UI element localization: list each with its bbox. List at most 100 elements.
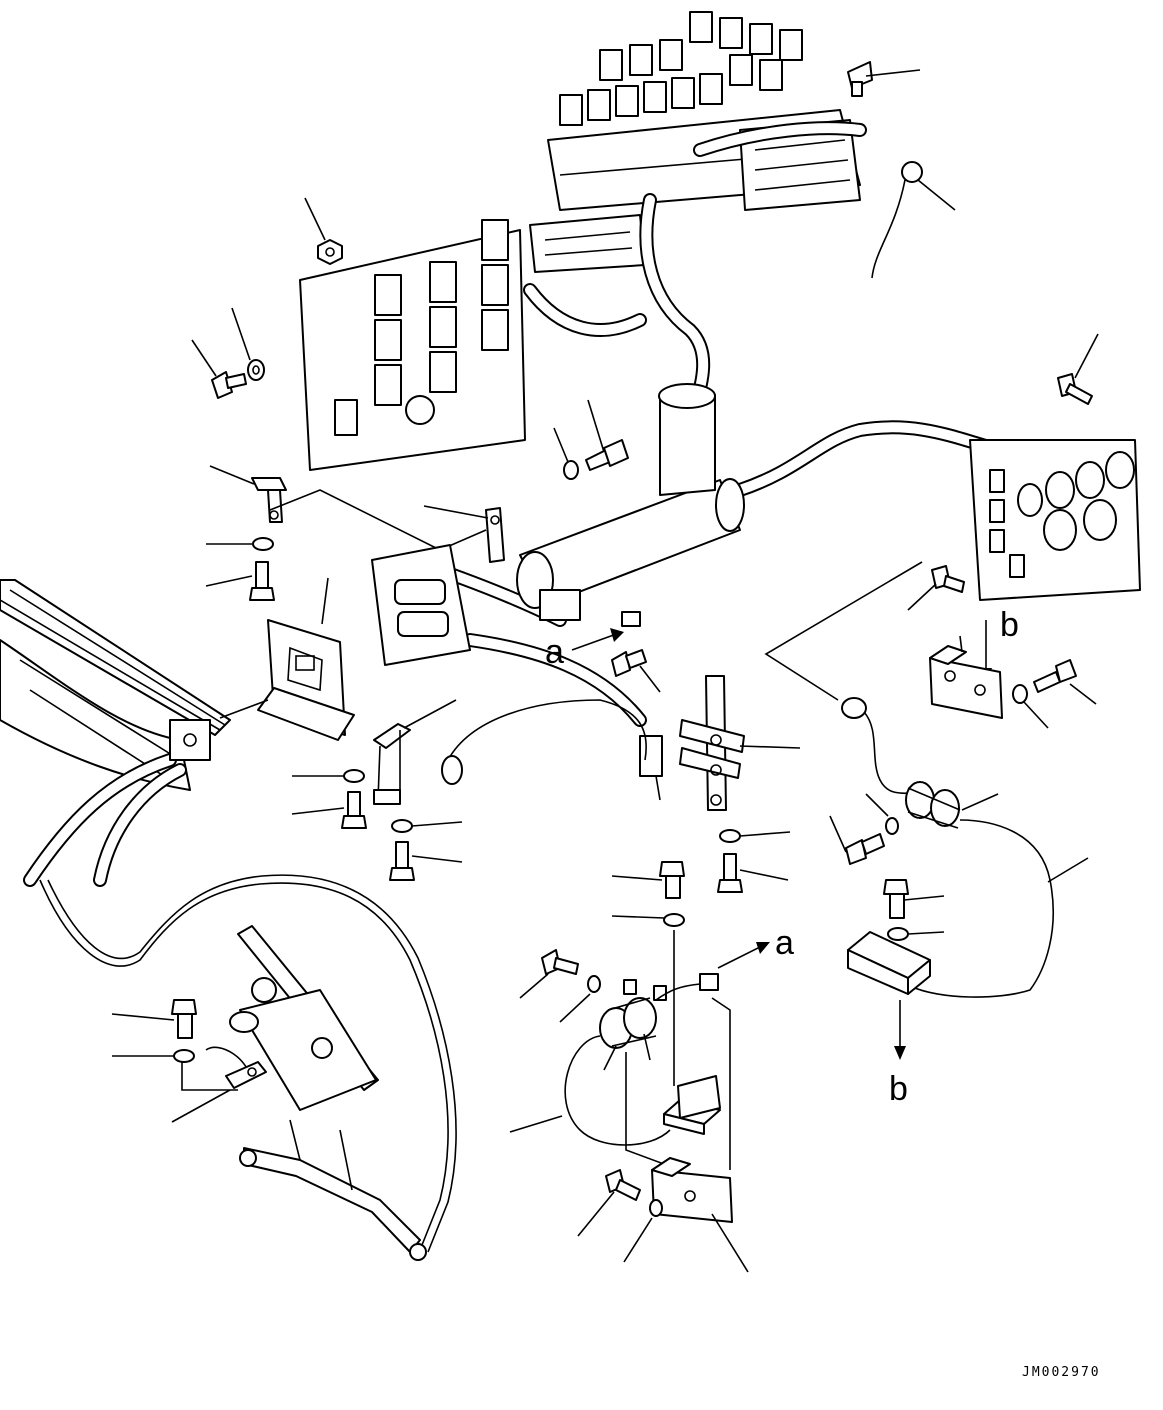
bolt	[171, 999, 197, 1039]
bolt	[605, 1169, 641, 1201]
leader-line	[171, 1089, 231, 1123]
bolt	[611, 649, 647, 677]
leader-line	[917, 179, 956, 211]
washer	[649, 1199, 663, 1217]
connector-plug	[639, 735, 663, 777]
wire	[39, 879, 449, 1251]
leader-line	[219, 699, 269, 719]
relay-block-lower	[663, 1075, 721, 1135]
leader-line	[553, 427, 569, 463]
leader-line	[403, 699, 457, 729]
bolt-right-upper	[1057, 373, 1093, 405]
leader-line	[1023, 701, 1049, 729]
washer	[885, 817, 899, 835]
leader-line	[603, 1045, 617, 1071]
relay-block-cluster	[529, 11, 861, 273]
leader-line	[411, 821, 463, 827]
arrow-head	[610, 628, 624, 642]
arrow-head	[894, 1046, 906, 1060]
mounting-bracket-plate	[257, 619, 355, 741]
leader-line	[907, 931, 945, 935]
bolt	[541, 949, 579, 975]
leader-line	[577, 1191, 615, 1237]
connector-plug	[441, 755, 463, 785]
bolt	[717, 853, 743, 893]
connector-housing	[371, 544, 581, 666]
relay-bracket	[929, 645, 1003, 719]
leader-line	[321, 577, 329, 625]
bolt	[341, 791, 367, 829]
leader-line	[1074, 333, 1099, 379]
wire	[447, 699, 647, 761]
relay-bracket-lower	[651, 1157, 733, 1223]
leader-line	[739, 869, 789, 881]
nut	[317, 239, 343, 265]
washer	[587, 975, 601, 993]
washer	[563, 460, 579, 480]
washer	[391, 819, 413, 833]
leader-line	[1047, 857, 1089, 883]
leader-line	[611, 915, 665, 919]
view-label-a-lower: a	[775, 924, 794, 962]
leader-line	[739, 831, 791, 837]
arrow-head	[756, 942, 770, 954]
clamp-center	[485, 507, 505, 563]
leader-line	[829, 815, 847, 853]
wire	[564, 1035, 671, 1146]
relay-panel-left	[299, 219, 526, 471]
reference-line	[711, 997, 731, 1170]
bolt-left	[211, 371, 247, 399]
wire	[655, 983, 701, 1001]
ribbed-relay	[905, 781, 961, 829]
leader-line	[509, 1115, 563, 1133]
reference-line	[764, 561, 923, 701]
bolt	[1033, 659, 1077, 693]
view-label-a: a	[545, 633, 564, 671]
washer	[343, 769, 365, 783]
wire	[871, 179, 906, 279]
leader-line	[961, 793, 999, 811]
leader-line	[423, 505, 489, 519]
ribbed-relay-lower	[599, 979, 667, 1049]
bolt	[659, 861, 685, 899]
leader-line	[304, 197, 326, 241]
leader-line	[205, 575, 253, 587]
leader-line	[1069, 683, 1097, 705]
leader-line	[231, 307, 251, 361]
pedal-assembly	[205, 925, 427, 1261]
leader-line	[907, 583, 937, 611]
connector-plug	[699, 973, 719, 991]
connector-block-right	[969, 439, 1141, 601]
machine-frame	[0, 579, 231, 887]
clamp-bracket	[251, 477, 287, 523]
washer	[1012, 684, 1028, 704]
relay-block	[847, 931, 931, 995]
leader-line	[959, 635, 963, 653]
clip-bar	[679, 675, 745, 811]
leader-line	[643, 1033, 651, 1061]
leader-line	[209, 465, 255, 485]
bolt	[931, 565, 965, 593]
leader-line	[191, 339, 217, 377]
leader-line	[639, 665, 661, 693]
connector-plug	[621, 611, 641, 627]
leader-line	[865, 793, 889, 817]
washer	[719, 829, 741, 843]
washer	[247, 359, 265, 381]
bolt	[389, 841, 415, 881]
leader-line	[903, 895, 945, 901]
leader-line	[519, 973, 549, 999]
leader-line	[411, 855, 463, 863]
leader-line	[711, 1213, 749, 1273]
leader-line	[111, 1013, 175, 1021]
leader-line	[865, 69, 921, 77]
leader-line	[291, 807, 345, 815]
bolt	[249, 561, 275, 601]
view-label-b-lower: b	[889, 1070, 908, 1108]
leader-line	[587, 399, 605, 453]
wire	[47, 874, 457, 1253]
washer	[663, 913, 685, 927]
leader-line	[559, 993, 591, 1023]
connector-plug	[841, 697, 867, 719]
